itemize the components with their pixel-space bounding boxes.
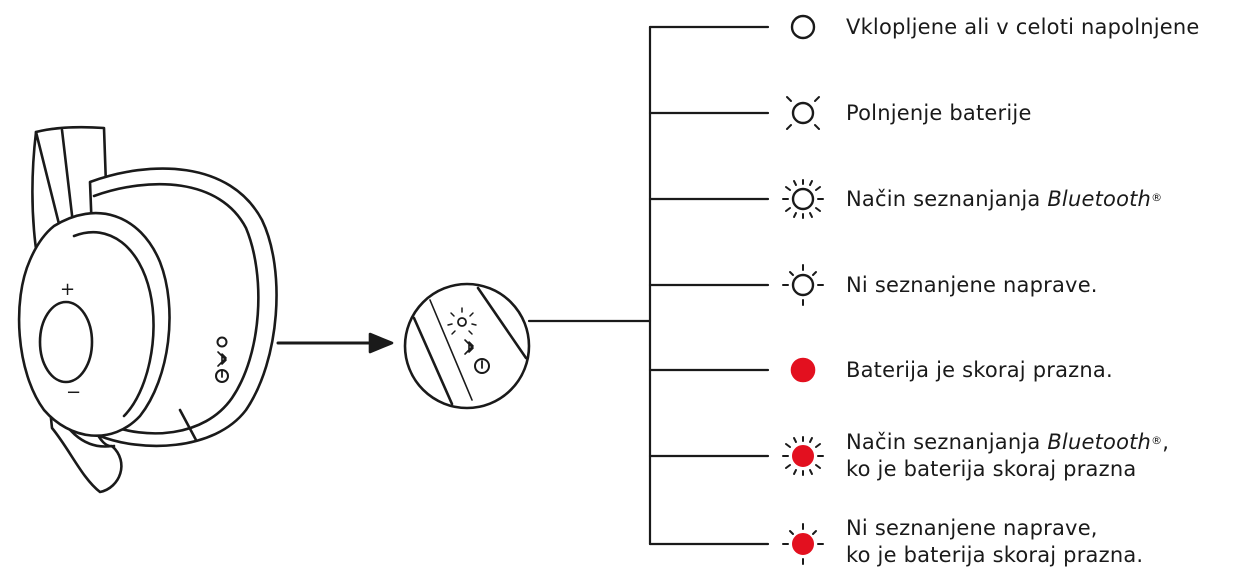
bluetooth-wordmark: Bluetooth — [1047, 430, 1152, 454]
zoom-detail — [403, 282, 531, 410]
legend-label-pairing: Način seznanjanja Bluetooth® — [846, 186, 1162, 213]
legend-text-line2: ko je baterija skoraj prazna. — [846, 543, 1144, 567]
legend-text: Način seznanjanja — [846, 187, 1048, 211]
led-blinking-white-icon — [782, 264, 824, 306]
led-solid-white-icon — [790, 14, 816, 40]
bluetooth-wordmark: Bluetooth — [1047, 187, 1152, 211]
legend-text: Ni seznanjene naprave, — [846, 516, 1098, 540]
zoom-led — [457, 317, 467, 327]
led-pulsing-white-icon — [786, 96, 820, 130]
legend-text: Baterija je skoraj prazna. — [846, 358, 1113, 382]
volume-dial[interactable] — [38, 300, 94, 384]
legend-text: Način seznanjanja — [846, 430, 1048, 454]
mic-boom — [46, 388, 123, 494]
legend-label-no-device-low: Ni seznanjene naprave, ko je baterija sk… — [846, 515, 1143, 569]
headset-illustration: + − — [17, 125, 278, 494]
headset-bluetooth-symbol — [217, 351, 227, 367]
legend-text: Ni seznanjene naprave. — [846, 273, 1098, 297]
led-solid-red-icon — [790, 357, 816, 383]
legend-label-charging: Polnjenje baterije — [846, 100, 1032, 127]
registered-mark: ® — [1151, 191, 1163, 204]
led-fast-blinking-white-icon — [782, 179, 824, 219]
volume-up-symbol: + — [60, 279, 75, 300]
legend-text-line2: ko je baterija skoraj prazna — [846, 457, 1137, 481]
legend-label-pairing-low: Način seznanjanja Bluetooth®, ko je bate… — [846, 429, 1169, 483]
registered-mark: ® — [1151, 434, 1163, 447]
legend-label-on: Vklopljene ali v celoti napolnjene — [846, 14, 1200, 41]
pointer-arrow — [276, 332, 394, 354]
led-blinking-red-icon — [782, 523, 824, 565]
legend-label-battery-low: Baterija je skoraj prazna. — [846, 357, 1113, 384]
zoom-bluetooth-symbol — [464, 339, 474, 355]
connector-tree — [527, 25, 770, 546]
volume-down-symbol: − — [66, 382, 81, 403]
legend-text-comma: , — [1162, 430, 1170, 454]
headset-led — [216, 336, 228, 348]
legend-label-no-device: Ni seznanjene naprave. — [846, 272, 1098, 299]
led-fast-blinking-red-icon — [782, 436, 824, 476]
legend-text: Polnjenje baterije — [846, 101, 1032, 125]
legend-text: Vklopljene ali v celoti napolnjene — [846, 15, 1200, 39]
